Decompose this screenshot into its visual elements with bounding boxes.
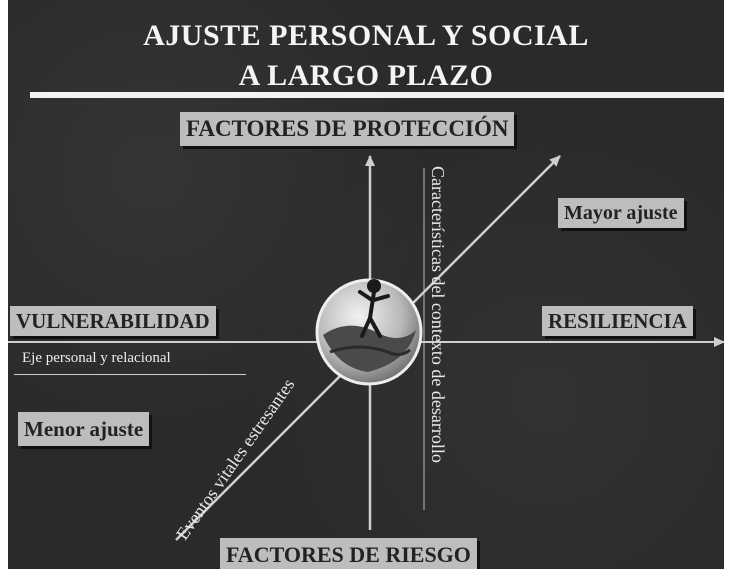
- context-characteristics-label: Características del contexto de desarrol…: [428, 166, 448, 463]
- resilience-label: RESILIENCIA: [542, 306, 693, 336]
- vulnerability-label: VULNERABILIDAD: [10, 306, 216, 336]
- slide-title-line2: A LARGO PLAZO: [238, 59, 494, 92]
- greater-adjustment-label: Mayor ajuste: [558, 198, 684, 228]
- slide: AJUSTE PERSONAL Y SOCIAL A LARGO PLAZO: [8, 0, 724, 569]
- lesser-adjustment-label: Menor ajuste: [18, 412, 150, 446]
- globe-emblem: [315, 278, 423, 386]
- risk-factors-label: FACTORES DE RIESGO: [220, 538, 477, 569]
- title-underline: [30, 92, 724, 98]
- slide-title-line1: AJUSTE PERSONAL Y SOCIAL: [143, 19, 589, 52]
- axes-diagram: [8, 155, 724, 541]
- personal-axis-underline: [14, 374, 246, 375]
- protection-factors-label: FACTORES DE PROTECCIÓN: [180, 112, 515, 146]
- personal-axis-label: Eje personal y relacional: [22, 350, 171, 366]
